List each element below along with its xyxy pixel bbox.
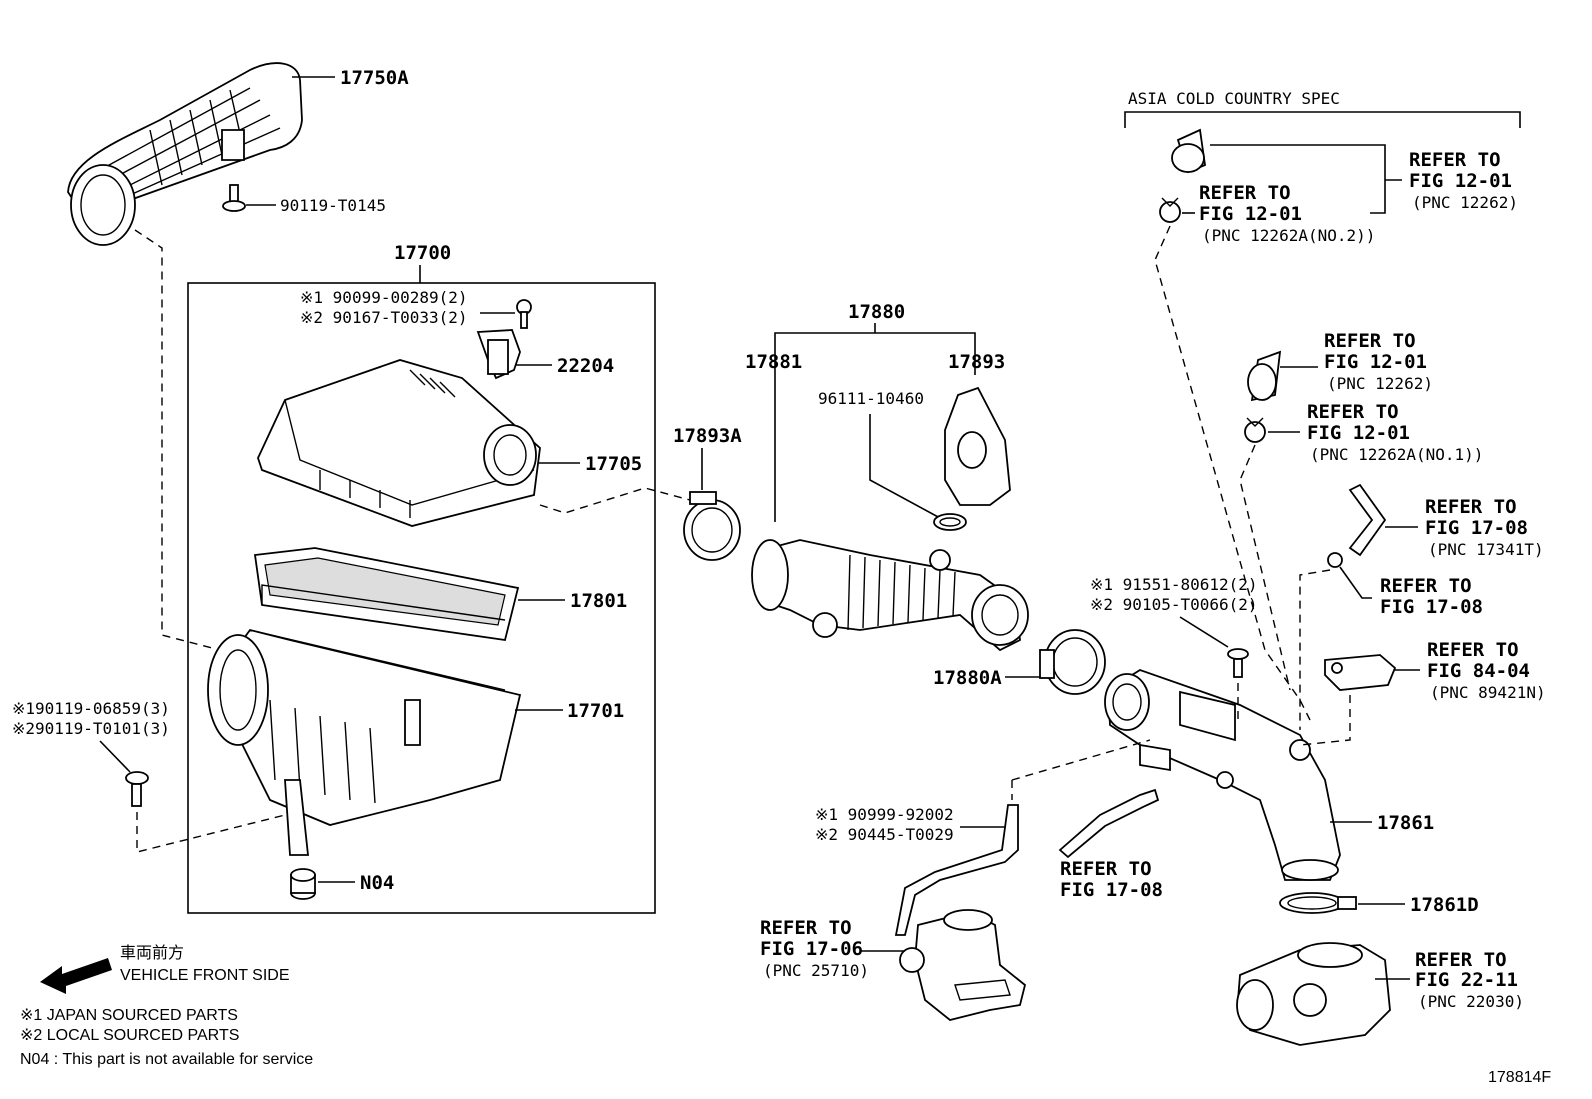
screw-22204[interactable] [516, 299, 532, 329]
sensor-89421N[interactable] [1324, 654, 1397, 691]
intake-duct-17750A[interactable] [67, 62, 303, 246]
label-s2-90445: ※2 90445-T0029 [815, 825, 954, 844]
bolt-91551-80612[interactable] [1227, 648, 1249, 678]
label-note1: ※1 JAPAN SOURCED PARTS [20, 1007, 238, 1024]
label-ref10-b: FIG 22-11 [1415, 969, 1518, 991]
throttle-body-22030[interactable] [1236, 942, 1391, 1046]
label-s2-90167: ※2 90167-T0033(2) [300, 308, 468, 327]
label-17861D: 17861D [1410, 894, 1479, 916]
label-ref1-c: (PNC 12262) [1412, 193, 1518, 212]
label-ref3-c: (PNC 12262) [1327, 374, 1433, 393]
label-N04: N04 [360, 872, 394, 894]
label-ref6-b: FIG 17-08 [1380, 596, 1483, 618]
label-ref2-a: REFER TO [1199, 182, 1291, 204]
label-ref4-a: REFER TO [1307, 401, 1399, 423]
label-96111-10460: 96111-10460 [818, 389, 924, 408]
label-ref9-b: FIG 17-06 [760, 938, 863, 960]
label-front-en: VEHICLE FRONT SIDE [120, 967, 290, 984]
filter-element-17801[interactable] [253, 547, 520, 642]
resonator-17893[interactable] [944, 386, 1011, 506]
hose-12262-top[interactable] [1171, 128, 1206, 174]
label-s2-90119-T0101: ※290119-T0101(3) [12, 719, 170, 738]
label-22204: 22204 [557, 355, 614, 377]
label-s1-90119-06859: ※190119-06859(3) [12, 699, 170, 718]
label-ref3-a: REFER TO [1324, 330, 1416, 352]
label-17893A: 17893A [673, 425, 742, 447]
figure-id: 178814F [1488, 1069, 1551, 1086]
grommet-N04[interactable] [290, 868, 316, 900]
label-17893: 17893 [948, 351, 1005, 373]
clip-96111-10460[interactable] [933, 513, 967, 531]
hose-90999-92002[interactable] [894, 804, 1019, 936]
assembly-box-17700 [187, 282, 656, 914]
label-ref10-c: (PNC 22030) [1418, 992, 1524, 1011]
label-17750A: 17750A [340, 67, 409, 89]
cleaner-case-17701[interactable] [207, 628, 522, 856]
clamp-17861D[interactable] [1279, 892, 1357, 914]
label-17881: 17881 [745, 351, 802, 373]
hose-12262-mid[interactable] [1247, 350, 1282, 402]
intake-pipe-17861[interactable] [1104, 669, 1341, 881]
clamp-17880A[interactable] [1039, 629, 1106, 695]
clamp-17893A[interactable] [683, 491, 741, 561]
label-17880: 17880 [848, 301, 905, 323]
label-note2: ※2 LOCAL SOURCED PARTS [20, 1027, 239, 1044]
label-17861: 17861 [1377, 812, 1434, 834]
label-ref9-c: (PNC 25710) [763, 961, 869, 980]
hose-17341T[interactable] [1348, 483, 1387, 557]
label-s1-91551: ※1 91551-80612(2) [1090, 575, 1258, 594]
label-ref5-b: FIG 17-08 [1425, 517, 1528, 539]
label-ref5-c: (PNC 17341T) [1428, 540, 1544, 559]
intake-hose-17881[interactable] [751, 539, 1029, 652]
label-ref3-b: FIG 12-01 [1324, 351, 1427, 373]
label-ref4-b: FIG 12-01 [1307, 422, 1410, 444]
label-ref7-b: FIG 84-04 [1427, 660, 1530, 682]
label-ref1-a: REFER TO [1409, 149, 1501, 171]
label-ref10-a: REFER TO [1415, 949, 1507, 971]
airflow-sensor-22204[interactable] [476, 329, 521, 380]
label-17700: 17700 [394, 242, 451, 264]
label-ref8-a: REFER TO [1060, 858, 1152, 880]
label-ref5-a: REFER TO [1425, 496, 1517, 518]
label-ref2-b: FIG 12-01 [1199, 203, 1302, 225]
cleaner-cover-17705[interactable] [257, 359, 541, 527]
bolt-90119-06859[interactable] [125, 771, 149, 807]
label-17880A: 17880A [933, 667, 1002, 689]
label-ref7-c: (PNC 89421N) [1430, 683, 1546, 702]
label-asia-spec: ASIA COLD COUNTRY SPEC [1128, 89, 1340, 108]
vehicle-front-arrow-icon [40, 958, 112, 994]
clip-12262A-no2[interactable] [1159, 197, 1181, 223]
label-front-jp: 車両前方 [120, 944, 184, 962]
bolt-90119-T0145[interactable] [222, 184, 246, 212]
label-ref1-b: FIG 12-01 [1409, 170, 1512, 192]
label-s2-90105: ※2 90105-T0066(2) [1090, 595, 1258, 614]
label-ref6-a: REFER TO [1380, 575, 1472, 597]
label-ref4-c: (PNC 12262A(NO.1)) [1310, 445, 1483, 464]
clip-17-08[interactable] [1327, 552, 1343, 568]
label-17701: 17701 [567, 700, 624, 722]
label-ref8-b: FIG 17-08 [1060, 879, 1163, 901]
label-ref2-c: (PNC 12262A(NO.2)) [1202, 226, 1375, 245]
label-ref7-a: REFER TO [1427, 639, 1519, 661]
label-17705: 17705 [585, 453, 642, 475]
valve-assy-25710[interactable] [899, 909, 1027, 1021]
label-90119-T0145: 90119-T0145 [280, 196, 386, 215]
label-ref9-a: REFER TO [760, 917, 852, 939]
label-note3: N04 : This part is not available for ser… [20, 1051, 313, 1068]
label-s1-90099: ※1 90099-00289(2) [300, 288, 468, 307]
label-s1-90999: ※1 90999-92002 [815, 805, 954, 824]
clip-12262A-no1[interactable] [1244, 417, 1266, 443]
label-17801: 17801 [570, 590, 627, 612]
